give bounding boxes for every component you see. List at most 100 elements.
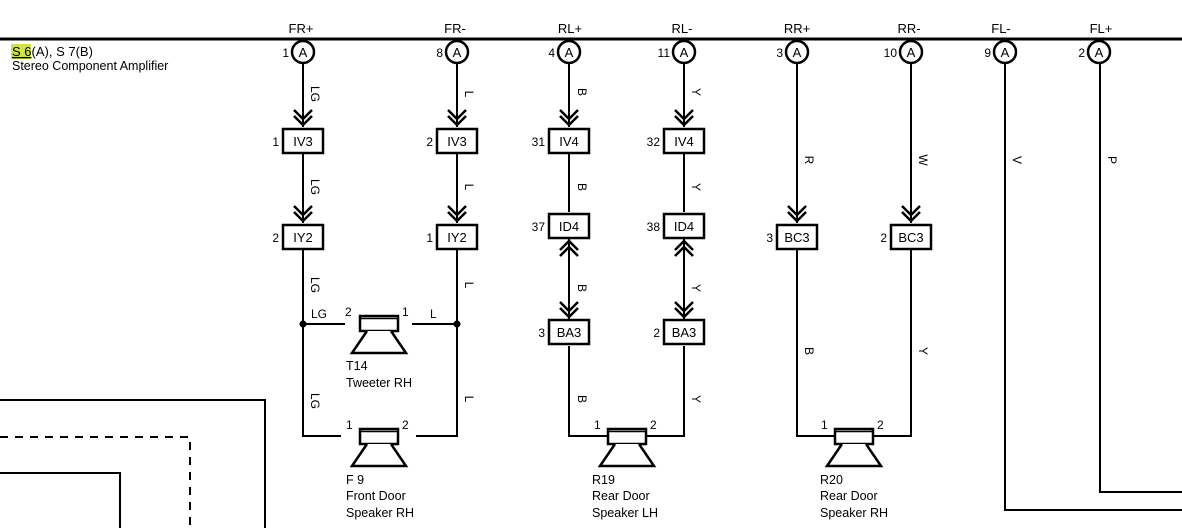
left-border-lines [0,399,266,528]
wires [302,63,1182,511]
junction-codes: IV3 IV3 IV4 IV4 IY2 IY2 ID4 ID4 BC3 BC3 … [293,134,923,340]
junction-pin: 1 [272,135,279,149]
tweeter-name: Tweeter RH [346,376,412,390]
junction-pin: 38 [647,220,661,234]
junction-code: IV3 [293,134,313,149]
junction-code: BA3 [672,325,697,340]
terminal-connector-letter: A [453,45,462,60]
junction-pin: 2 [880,231,887,245]
speaker-pin: 1 [821,418,828,432]
junction-pin: 31 [532,135,546,149]
speaker-icon [350,427,408,468]
wire-color-label: L [462,91,476,98]
junction-code: BC3 [784,230,809,245]
junction-code: IY2 [447,230,467,245]
tweeter-t14: LG 2 1 L T14 Tweeter RH [311,305,437,390]
speaker-id: R19 [592,473,615,487]
speaker-pin: 2 [877,418,884,432]
terminal-connector-letter: A [793,45,802,60]
connector-highlight [11,44,31,59]
wire-color-label: L [462,184,476,191]
wire-color-label: R [802,156,816,165]
wire-color-label: Y [689,183,703,191]
signal-label: FR- [444,21,466,36]
speaker-id: R20 [820,473,843,487]
terminal-pin-number: 10 [884,46,898,60]
wire-color-label: L [462,396,476,403]
junction-code: IV4 [559,134,579,149]
junction-pin: 2 [272,231,279,245]
junction-code: ID4 [674,219,694,234]
splice-points [299,320,461,328]
signal-labels: FR+ FR- RL+ RL- RR+ RR- FL- FL+ [289,21,1113,36]
speaker-name-line2: Speaker LH [592,506,658,520]
terminal-connector-letter: A [907,45,916,60]
junction-boxes [281,127,933,346]
rear-door-speaker-r19: 1 2 R19 Rear Door Speaker LH [592,418,658,520]
wire-color-labels: LG LG LG LG L L L L B B B B Y Y Y Y R B … [308,86,1119,409]
wire-color-label: W [916,154,930,166]
wire-color-label: B [575,395,589,403]
junction-code: IV3 [447,134,467,149]
junction-pins: 1 2 31 32 2 1 37 38 3 2 3 2 [272,135,887,340]
wire-color-label: LG [308,277,322,293]
terminal-pin-number: 9 [984,46,991,60]
junction-code: BC3 [898,230,923,245]
terminal-connector-letters: A A A A A A A A [299,45,1104,60]
junction-pin: 2 [653,326,660,340]
junction-code: IV4 [674,134,694,149]
junction-pin: 37 [532,220,546,234]
wire-color-label: LG [308,86,322,102]
terminal-pin-number: 1 [282,46,289,60]
connector-alt-codes: (A), S 7(B) [32,44,93,59]
terminal-circles [290,39,1112,65]
speaker-name-line1: Rear Door [820,489,878,503]
tweeter-wire-left: LG [311,307,327,321]
wire-color-label: Y [916,347,930,355]
tweeter-wire-right: L [430,307,437,321]
wire-color-label: P [1105,156,1119,164]
terminal-pin-numbers: 1 8 4 11 3 10 9 2 [282,46,1085,60]
terminal-pin-number: 3 [776,46,783,60]
signal-label: RL- [672,21,693,36]
wire-color-label: LG [308,393,322,409]
tweeter-pin-right: 1 [402,305,409,319]
junction-pin: 2 [426,135,433,149]
wire-color-label: Y [689,395,703,403]
amplifier-header: S 6(A), S 7(B) Stereo Component Amplifie… [0,37,1182,73]
wire-color-label: Y [689,88,703,96]
wire-color-label: B [575,88,589,96]
junction-code: IY2 [293,230,313,245]
rear-door-speaker-r20: 1 2 R20 Rear Door Speaker RH [820,418,888,520]
terminal-pin-number: 4 [548,46,555,60]
terminal-connector-letter: A [565,45,574,60]
signal-label: RR+ [784,21,810,36]
signal-label: RR- [897,21,920,36]
terminal-connector-letter: A [299,45,308,60]
signal-label: FL+ [1090,21,1113,36]
speaker-pin: 2 [402,418,409,432]
terminal-connector-letter: A [1095,45,1104,60]
speaker-icon [825,427,883,468]
wire-color-label: B [575,183,589,191]
speaker-id: F 9 [346,473,364,487]
junction-pin: 3 [766,231,773,245]
speaker-name-line1: Front Door [346,489,406,503]
speaker-icon [598,427,656,468]
amplifier-name: Stereo Component Amplifier [12,59,168,73]
wire-color-label: B [802,347,816,355]
terminal-pin-number: 2 [1078,46,1085,60]
speaker-pin: 1 [346,418,353,432]
connector-arrows [292,108,922,319]
tweeter-icon [350,314,408,355]
signal-label: FL- [991,21,1011,36]
tweeter-pin-left: 2 [345,305,352,319]
junction-pin: 32 [647,135,661,149]
junction-code: BA3 [557,325,582,340]
speaker-name-line2: Speaker RH [820,506,888,520]
terminal-pin-number: 8 [436,46,443,60]
junction-pin: 1 [426,231,433,245]
junction-code: ID4 [559,219,579,234]
junction-pin: 3 [538,326,545,340]
